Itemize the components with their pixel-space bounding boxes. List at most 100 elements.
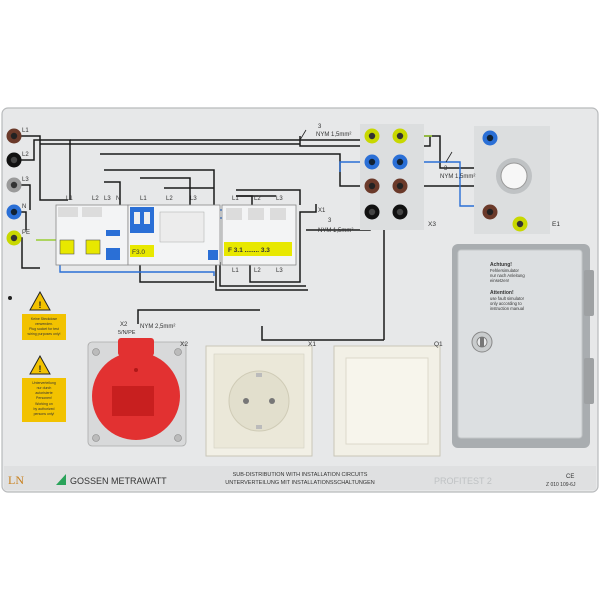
door-hinge-bottom [584, 358, 594, 404]
cable-label-mid-count: 3 [328, 218, 332, 224]
x3-pe-1[interactable] [364, 128, 380, 144]
x3-terminal-block: X3 [360, 124, 436, 230]
terminal-l1[interactable] [6, 128, 22, 144]
rcd-test-button[interactable] [106, 230, 120, 236]
terminal-n[interactable] [6, 204, 22, 220]
warning-bottom-line-5: Working on [35, 402, 53, 406]
terminal-label-l1: L1 [22, 128, 29, 134]
door-attention-en-line-2: only according to [490, 301, 522, 306]
cable-mark-right [445, 151, 453, 163]
door-key-lock[interactable] [471, 331, 493, 353]
footer-title-de: UNTERVERTEILUNG MIT INSTALLATIONSSCHALTU… [225, 480, 374, 486]
door-attention-de-line-1: Fehlersimulator [490, 268, 519, 273]
rcd-label-l3: L3 [104, 196, 111, 202]
rcd-toggle-2[interactable] [85, 239, 101, 255]
x2-screw-br [174, 434, 182, 442]
terminal-label-n: N [22, 204, 26, 210]
breaker-f31-input-l3: L3 [276, 196, 283, 202]
rcd-label-n: N [116, 196, 120, 202]
cable-label-socket-code: X2 [120, 322, 128, 328]
cable-label-top-count: 3 [318, 124, 322, 130]
breaker-f31-output-l1: L1 [232, 268, 239, 274]
breaker-f30-input-l1: L1 [140, 196, 147, 202]
panel-footer: LN GOSSEN METRAWATT SUB-DISTRIBUTION WIT… [8, 472, 576, 488]
cable-mark-top [299, 129, 307, 141]
door-attention-de-title: Achtung! [490, 262, 512, 268]
breaker-f31-toggle[interactable] [224, 242, 292, 256]
rcd-indicator [106, 248, 120, 260]
terminal-label-l3: L3 [22, 177, 29, 183]
left-terminals: L1 L2 L3 N PE [6, 128, 30, 246]
x2-screw-tr [174, 348, 182, 356]
x2-screw-tl [92, 348, 100, 356]
terminal-pe[interactable] [6, 230, 22, 246]
x1-schuko-socket[interactable]: X1 [205, 341, 316, 457]
footer-brand: GOSSEN METRAWATT [70, 476, 167, 486]
breaker-f31-output-l2: L2 [254, 268, 261, 274]
footer-title-en: SUB-DISTRIBUTION WITH INSTALLATION CIRCU… [233, 472, 368, 478]
rcd-label-l1: L1 [66, 196, 73, 202]
warning-sign-bottom: ! Unterverteilung nur durch autorisierte… [22, 354, 66, 422]
breaker-f31-label: F 3.1 ........ 3.3 [228, 247, 270, 254]
warning-top-line-1: Keine Steckdose [31, 317, 57, 321]
mounting-dot [8, 296, 12, 300]
breaker-f30-label: F3.0 [132, 249, 145, 256]
rcd-breaker: L1 L2 L3 N [55, 196, 129, 266]
x3-n-1[interactable] [364, 154, 380, 170]
breaker-f30: F3.0 L1 L2 L3 [127, 196, 221, 266]
warning-top-line-4: wiring purposes only! [28, 332, 61, 336]
footer-ce-mark: CE [566, 474, 574, 480]
cable-label-top: NYM 1,5mm² [316, 132, 351, 138]
x3-n-2[interactable] [392, 154, 408, 170]
breaker-f30-indicator [208, 250, 218, 260]
q1-label: Q1 [434, 341, 443, 348]
door-attention-de-line-2: nur nach Anleitung [490, 273, 525, 278]
e1-terminal-pe[interactable] [512, 216, 528, 232]
e1-lamp-button[interactable] [496, 158, 532, 194]
cable-labels: 3 NYM 1,5mm² 3 NYM 1,5mm² X1 3 NYM 1,5mm… [118, 124, 475, 336]
footer-brand-logo-icon [56, 474, 66, 485]
footer-part-number: Z 010 109-6J [546, 482, 576, 488]
door-attention-en-line-3: instruction manual [490, 306, 524, 311]
svg-text:!: ! [39, 300, 42, 310]
x3-pe-2[interactable] [392, 128, 408, 144]
door-attention-de-line-3: einsetzen! [490, 278, 509, 283]
x1-pin-right [269, 398, 275, 404]
x2-label: X2 [180, 341, 188, 348]
x1-earth-top [256, 373, 262, 377]
q1-light-switch[interactable]: Q1 [333, 341, 443, 457]
x3-label: X3 [428, 221, 436, 228]
x1-pin-left [243, 398, 249, 404]
x3-l-1[interactable] [364, 178, 380, 194]
footer-product: PROFITEST 2 [434, 476, 492, 486]
x3-l-3[interactable] [364, 204, 380, 220]
x3-l-2[interactable] [392, 178, 408, 194]
warning-top-line-3: Plug socket for test [29, 327, 59, 331]
breaker-f31-33: F 3.1 ........ 3.3 L1 L2 L3 L1 L2 L3 [221, 196, 297, 274]
x3-l-4[interactable] [392, 204, 408, 220]
panel-footer-band [4, 466, 596, 490]
rcd-toggle-1[interactable] [59, 239, 75, 255]
terminal-l2[interactable] [6, 152, 22, 168]
x1-earth-bottom [256, 425, 262, 429]
breaker-f31-output-l3: L3 [276, 268, 283, 274]
breaker-f31-input-l2: L2 [254, 196, 261, 202]
e1-terminal-n[interactable] [482, 130, 498, 146]
svg-text:!: ! [39, 364, 42, 374]
cable-label-mid: NYM 1,5mm² [318, 228, 353, 234]
x2-screw-bl [92, 434, 100, 442]
door-hinge-top [584, 270, 594, 316]
warning-bottom-line-4: Personen! [36, 396, 52, 400]
terminal-label-l2: L2 [22, 152, 29, 158]
fault-simulator-door[interactable]: Achtung! Fehlersimulator nur nach Anleit… [452, 244, 594, 448]
x2-cee-socket[interactable]: X2 [87, 338, 188, 447]
terminal-l3[interactable] [6, 177, 22, 193]
e1-terminal-l[interactable] [482, 204, 498, 220]
breaker-f30-input-l3: L3 [190, 196, 197, 202]
warning-sign-top: ! Keine Steckdose verwenden. Plug socket… [22, 290, 66, 340]
door-attention-en-line-1: use fault simulator [490, 296, 525, 301]
warning-bottom-line-1: Unterverteilung [32, 381, 56, 385]
e1-lamp-module: E1 [474, 126, 560, 234]
terminal-label-pe: PE [22, 230, 30, 236]
